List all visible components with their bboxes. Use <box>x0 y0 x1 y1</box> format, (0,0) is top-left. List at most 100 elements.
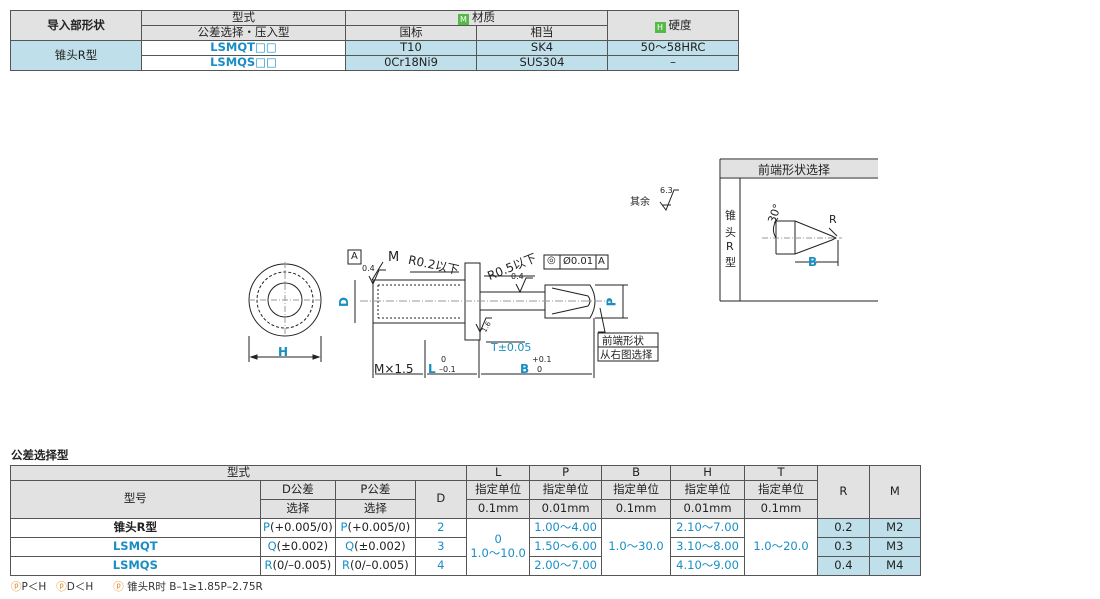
d-tol-code: P <box>263 519 270 534</box>
header-H-unit: 指定单位 <box>670 479 745 500</box>
d-tol-code: R <box>264 557 273 572</box>
footnote-2: D＜H <box>66 581 94 593</box>
equiv-cell: SK4 <box>476 40 608 56</box>
footnote: ⓟP＜H ⓟD＜H ⓟ 锥头R时 B–1≥1.85P–2.75R <box>11 579 263 594</box>
header-intro-shape: 导入部形状 <box>10 10 142 41</box>
header-R: R <box>817 465 870 519</box>
R-cell: 0.4 <box>817 555 870 576</box>
hardness-cell: 50～58HRC <box>607 40 739 56</box>
M-cell: M3 <box>868 536 922 557</box>
p-tol-code: Q <box>345 538 355 553</box>
H-cell: 2.10～7.00 <box>670 517 745 538</box>
d-tol-value: (+0.005/0) <box>269 519 333 534</box>
model-cell: 锥头R型 <box>10 517 261 538</box>
header-p-select: 选择 <box>335 498 416 519</box>
header-T-unit-val: 0.1mm <box>743 498 819 519</box>
p-tol-value: (0/–0.005) <box>349 557 409 572</box>
footnote-3: 锥头R时 B–1≥1.85P–2.75R <box>127 581 263 593</box>
model-cell: LSMQS <box>10 555 261 576</box>
hardness-cell: – <box>607 55 739 71</box>
T-cell: 1.0～20.0 <box>743 517 819 576</box>
D-cell: 3 <box>414 536 467 557</box>
header-d-tol: D公差 <box>259 479 337 500</box>
gb-cell: 0Cr18Ni9 <box>345 55 477 71</box>
H-cell: 3.10～8.00 <box>670 536 745 557</box>
tip-box-title: 前端形状选择 <box>758 163 831 177</box>
type-cell: LSMQS□□ <box>141 55 346 71</box>
footnote-1: P＜H <box>21 581 47 593</box>
tolerance-table: 型式 L P B H T R M 型号 D公差 P公差 D 指定单位 指定单位 … <box>10 465 922 576</box>
note-circle-icon: ⓟ <box>11 581 22 593</box>
p-tol-cell: P(+0.005/0) <box>335 517 416 538</box>
gdt-datum: A <box>598 256 605 267</box>
dim-T: T±0.05 <box>491 341 532 354</box>
P-cell: 1.50～6.00 <box>529 536 602 557</box>
roughness-0.4-a: 0.4 <box>362 264 375 273</box>
technical-drawing <box>248 158 878 378</box>
header-B-unit: 指定单位 <box>600 479 672 500</box>
D-cell: 2 <box>414 517 467 538</box>
tip-side-char: R <box>726 240 734 253</box>
B-cell: 1.0～30.0 <box>600 517 672 576</box>
p-tol-cell: Q(±0.002) <box>335 536 416 557</box>
header-P: P <box>529 465 602 481</box>
note-circle-icon: ⓟ <box>113 581 124 593</box>
gdt-concentricity-icon: ◎ <box>547 255 556 266</box>
roughness-6.3: 6.3 <box>660 186 673 195</box>
R-cell: 0.3 <box>817 536 870 557</box>
pin-side-view <box>354 189 679 378</box>
header-B: B <box>600 465 672 481</box>
header-P-unit-val: 0.01mm <box>529 498 602 519</box>
dim-B-tol-top: +0.1 <box>532 355 552 364</box>
section-title: 公差选择型 <box>11 448 69 462</box>
header-H: H <box>670 465 745 481</box>
model-cell: LSMQT <box>10 536 261 557</box>
header-T-unit: 指定单位 <box>743 479 819 500</box>
header-H-unit-val: 0.01mm <box>670 498 745 519</box>
tip-side-char: 头 <box>725 226 736 239</box>
header-T: T <box>743 465 819 481</box>
header-model: 型号 <box>10 479 261 519</box>
header-D: D <box>414 479 467 519</box>
dim-L: L <box>428 362 436 376</box>
callout-select-right: 从右图选择 <box>600 349 653 361</box>
L-top: 0 <box>494 532 502 546</box>
header-material-label: 材质 <box>472 10 495 24</box>
M-cell: M4 <box>868 555 922 576</box>
P-cell: 1.00～4.00 <box>529 517 602 538</box>
p-tol-code: R <box>341 557 350 572</box>
dim-H: H <box>278 345 289 359</box>
tip-side-char: 型 <box>725 256 736 269</box>
tip-shape-box <box>719 158 878 302</box>
d-tol-value: (0/–0.005) <box>272 557 332 572</box>
header-type: 型式 <box>10 465 467 481</box>
callout-tip-shape: 前端形状 <box>602 335 644 347</box>
datum-A-label: A <box>351 251 358 262</box>
note-circle-icon: ⓟ <box>56 581 67 593</box>
thread-M-label: M <box>388 250 400 265</box>
d-tol-cell: R(0/–0.005) <box>259 555 337 576</box>
dim-Mx: M×1.5 <box>374 362 414 376</box>
material-badge-icon: M <box>458 14 469 25</box>
header-equiv: 相当 <box>476 25 608 41</box>
d-tol-cell: Q(±0.002) <box>259 536 337 557</box>
header-P-unit: 指定单位 <box>529 479 602 500</box>
header-L-unit: 指定单位 <box>465 479 531 500</box>
equiv-cell: SUS304 <box>476 55 608 71</box>
dim-L-tol-top: 0 <box>441 355 447 364</box>
dim-B-tol-bot: 0 <box>537 365 543 374</box>
p-tol-code: P <box>340 519 348 534</box>
header-type-sub: 公差选择・压入型 <box>141 25 346 41</box>
tip-B: B <box>808 255 818 269</box>
header-d-select: 选择 <box>259 498 337 519</box>
L-range: 1.0～10.0 <box>470 545 526 560</box>
d-tol-cell: P(+0.005/0) <box>259 517 337 538</box>
dim-P: P <box>604 297 619 307</box>
d-tol-code: Q <box>267 538 277 553</box>
tip-side-char: 锥 <box>725 209 736 222</box>
type-cell: LSMQT□□ <box>141 40 346 56</box>
p-tol-value: (+0.005/0) <box>347 519 411 534</box>
